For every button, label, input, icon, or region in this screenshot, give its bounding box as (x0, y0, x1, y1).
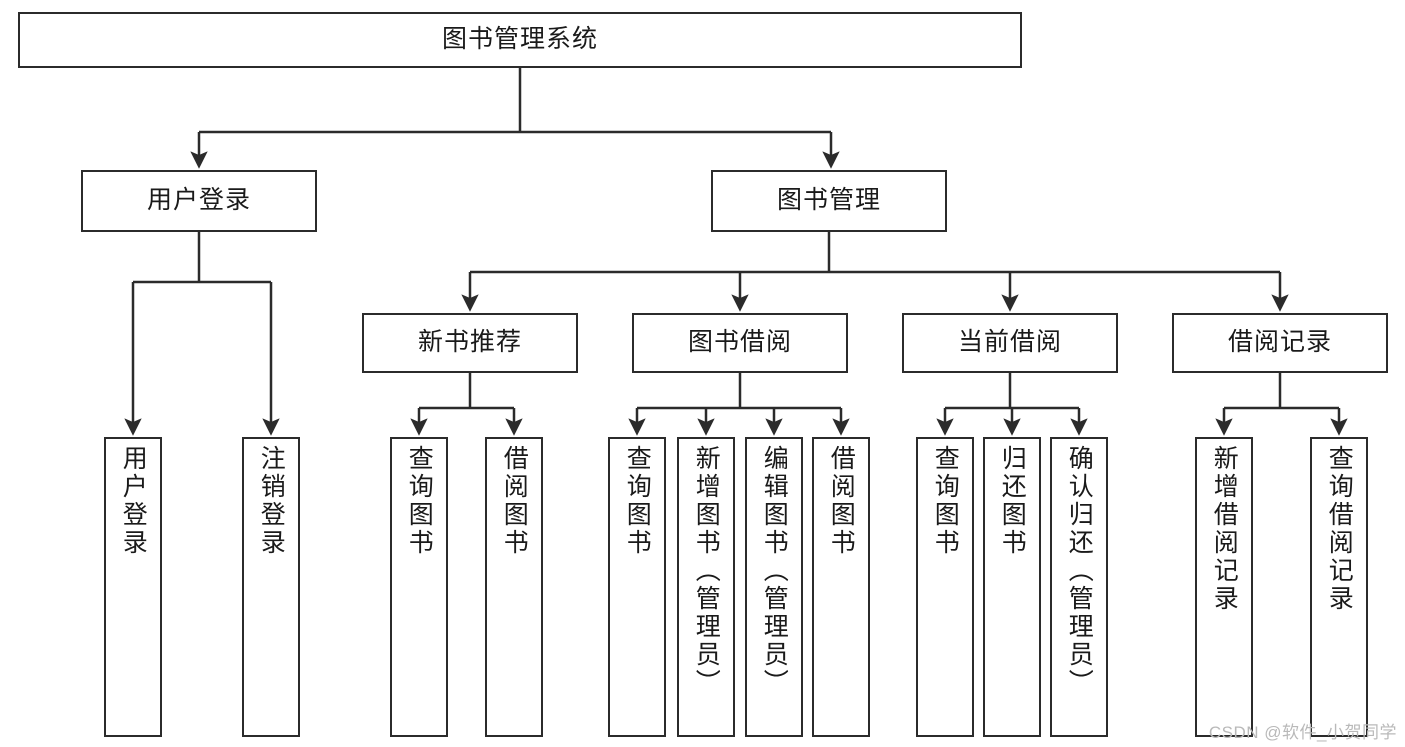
leaf-borrow-book-recommend[interactable]: 借阅图书 (485, 437, 543, 737)
node-label: 图书管理 (776, 186, 881, 215)
node-label: 查询图书 (405, 445, 434, 557)
node-new-book-recommend[interactable]: 新书推荐 (362, 313, 578, 373)
leaf-confirm-return-admin[interactable]: 确认归还（管理员） (1050, 437, 1108, 737)
node-user-login[interactable]: 用户登录 (81, 170, 317, 232)
node-label: 确认归还（管理员） (1065, 445, 1094, 697)
leaf-return-book[interactable]: 归还图书 (983, 437, 1041, 737)
watermark: CSDN @软件_小贺同学 (1208, 723, 1397, 742)
node-label: 新增图书（管理员） (692, 445, 721, 697)
node-book-management-system[interactable]: 图书管理系统 (18, 12, 1022, 68)
node-label: 借阅图书 (500, 445, 529, 557)
node-label: 编辑图书（管理员） (760, 445, 789, 697)
node-label: 新增借阅记录 (1210, 445, 1239, 613)
node-label: 当前借阅 (957, 328, 1062, 357)
node-label: 归还图书 (998, 445, 1027, 557)
node-label: 图书借阅 (687, 328, 792, 357)
leaf-query-book-borrow[interactable]: 查询图书 (608, 437, 666, 737)
node-label: 借阅记录 (1227, 328, 1332, 357)
node-label: 借阅图书 (827, 445, 856, 557)
node-book-borrow[interactable]: 图书借阅 (632, 313, 848, 373)
node-book-management[interactable]: 图书管理 (711, 170, 947, 232)
node-label: 图书管理系统 (441, 25, 598, 54)
leaf-borrow-book[interactable]: 借阅图书 (812, 437, 870, 737)
node-label: 用户登录 (119, 445, 148, 557)
node-label: 查询借阅记录 (1325, 445, 1354, 613)
node-label: 新书推荐 (417, 328, 522, 357)
leaf-query-book-current[interactable]: 查询图书 (916, 437, 974, 737)
leaf-add-book-admin[interactable]: 新增图书（管理员） (677, 437, 735, 737)
leaf-query-book-recommend[interactable]: 查询图书 (390, 437, 448, 737)
node-label: 查询图书 (623, 445, 652, 557)
node-label: 用户登录 (146, 186, 251, 215)
node-borrow-record[interactable]: 借阅记录 (1172, 313, 1388, 373)
node-label: 查询图书 (931, 445, 960, 557)
leaf-user-login[interactable]: 用户登录 (104, 437, 162, 737)
leaf-query-borrow-record[interactable]: 查询借阅记录 (1310, 437, 1368, 737)
leaf-logout[interactable]: 注销登录 (242, 437, 300, 737)
node-current-borrow[interactable]: 当前借阅 (902, 313, 1118, 373)
leaf-add-borrow-record[interactable]: 新增借阅记录 (1195, 437, 1253, 737)
node-label: 注销登录 (257, 445, 286, 557)
leaf-edit-book-admin[interactable]: 编辑图书（管理员） (745, 437, 803, 737)
